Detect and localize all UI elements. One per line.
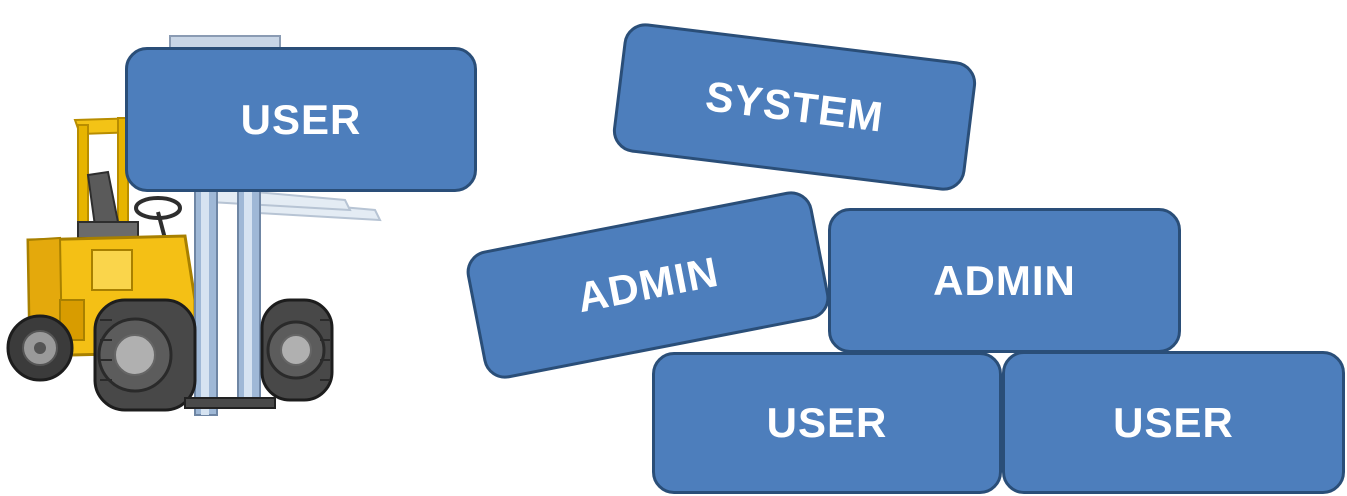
block-user-bottom-left: USER bbox=[652, 352, 1002, 494]
block-label: SYSTEM bbox=[703, 72, 887, 141]
block-system: SYSTEM bbox=[610, 20, 979, 194]
forklift-icon bbox=[6, 35, 382, 416]
block-user-forklift: USER bbox=[125, 47, 477, 192]
block-label: ADMIN bbox=[573, 247, 723, 322]
block-user-bottom-right: USER bbox=[1002, 351, 1345, 494]
block-admin: ADMIN bbox=[828, 208, 1181, 353]
block-label: ADMIN bbox=[933, 256, 1076, 304]
block-label: USER bbox=[240, 95, 362, 143]
block-label: USER bbox=[766, 399, 888, 446]
block-label: USER bbox=[1113, 398, 1234, 446]
